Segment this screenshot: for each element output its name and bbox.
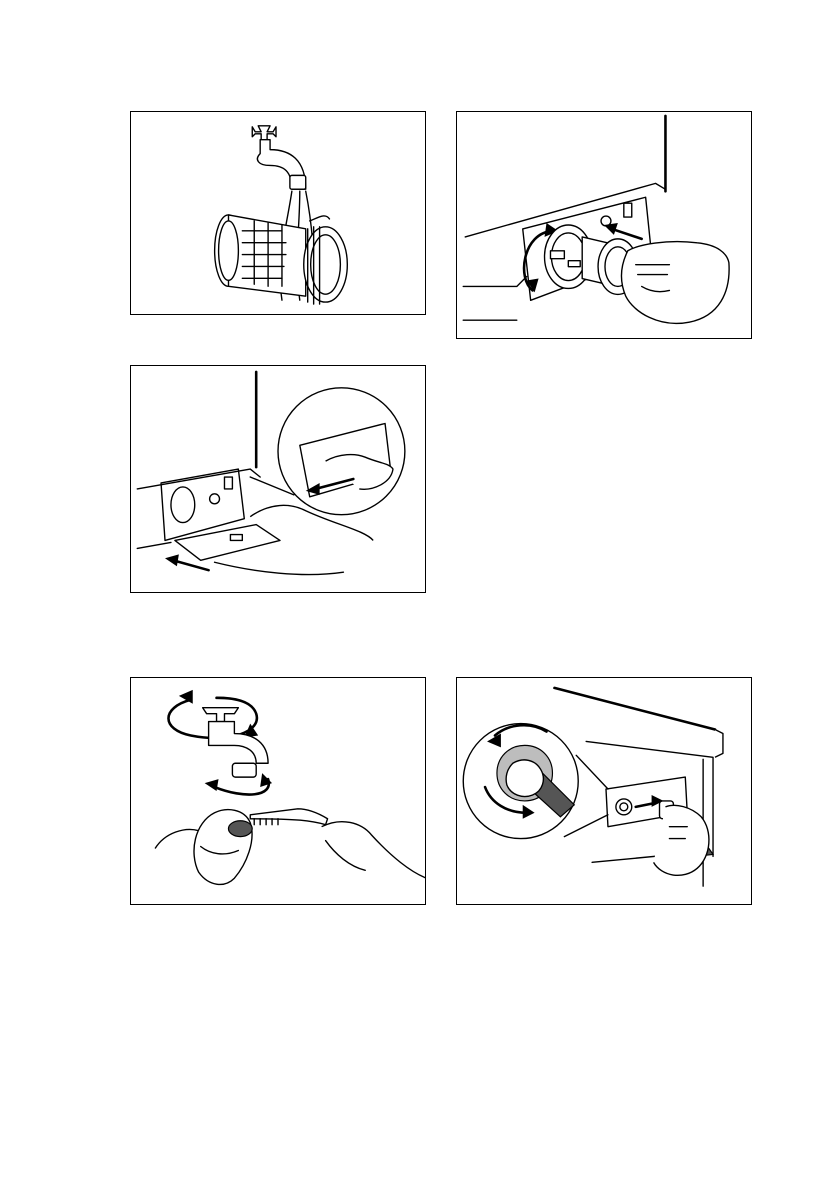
detail-magnifier	[250, 388, 405, 515]
figure-unscrew-inlet-hose	[456, 677, 752, 905]
unscrew-inlet-hose-illustration	[457, 678, 751, 904]
figure-insert-filter	[456, 111, 752, 339]
brush-icon	[250, 809, 425, 878]
figure-close-flap	[130, 365, 426, 593]
push-arrow-icon	[604, 223, 642, 239]
tap-icon	[252, 126, 305, 189]
flap-icon	[175, 525, 280, 561]
figure-clean-tap-hose	[130, 677, 426, 905]
rinse-filter-illustration	[131, 112, 425, 314]
filter-icon	[215, 215, 348, 304]
figure-rinse-filter	[130, 111, 426, 315]
close-flap-illustration	[131, 366, 425, 592]
tap-icon	[203, 708, 268, 777]
hand-icon	[622, 242, 730, 324]
clean-tap-hose-illustration	[131, 678, 425, 904]
appliance-body	[137, 372, 260, 548]
insert-filter-illustration	[457, 112, 751, 338]
hose-icon	[155, 810, 252, 885]
